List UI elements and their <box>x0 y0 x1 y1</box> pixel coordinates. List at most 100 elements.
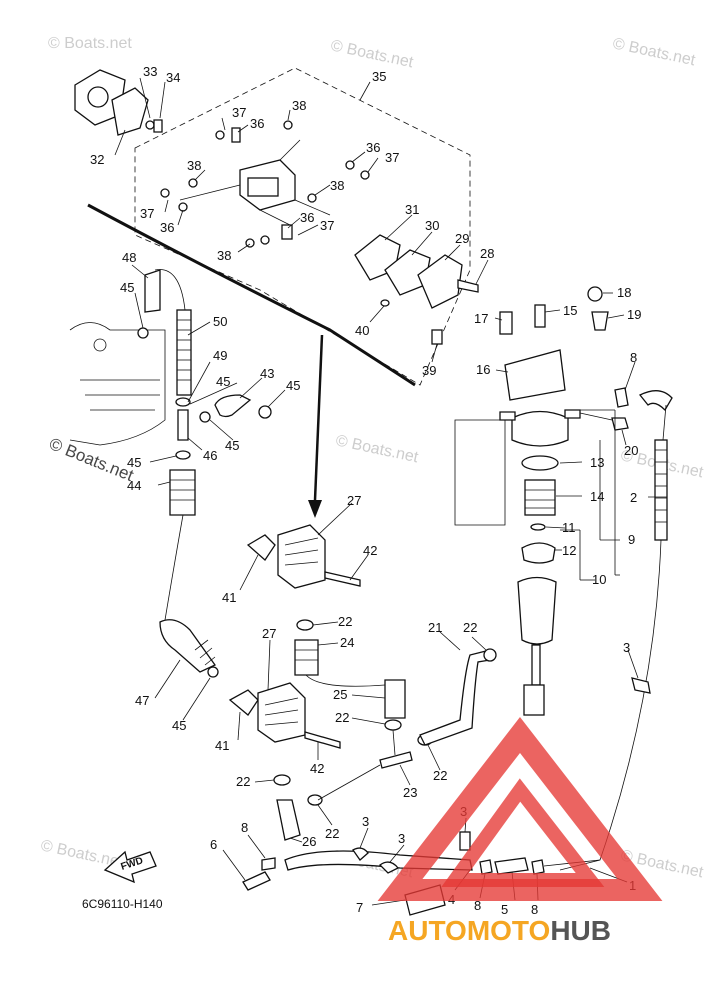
engine-block-lines <box>80 379 160 411</box>
bolt-42a <box>324 571 361 587</box>
joint-49 <box>177 409 189 441</box>
callout-33: 33 <box>143 64 157 79</box>
callout-6: 6 <box>210 837 217 852</box>
clip-22c <box>273 774 291 786</box>
pump-fasteners <box>160 120 370 248</box>
callout-18: 18 <box>617 285 631 300</box>
callout-8: 8 <box>630 350 637 365</box>
watermark: © Boats.net <box>611 35 697 69</box>
callout-22: 22 <box>236 774 250 789</box>
pump-group-outline <box>134 67 471 386</box>
callout-16: 16 <box>476 362 490 377</box>
callout-42: 42 <box>310 761 324 776</box>
gasket-41b <box>228 689 259 716</box>
callout-30: 30 <box>425 218 439 233</box>
callout-15: 15 <box>563 303 577 318</box>
bolt-15 <box>534 304 546 328</box>
hose-47-ribs <box>194 639 216 666</box>
pump-body-detail <box>247 177 279 197</box>
callout-17: 17 <box>474 311 488 326</box>
callout-37: 37 <box>232 105 246 120</box>
callout-22: 22 <box>335 710 349 725</box>
hose-24-ribs <box>295 649 318 661</box>
callout-3: 3 <box>398 831 405 846</box>
pump-leaders <box>179 139 331 226</box>
callout-45: 45 <box>127 455 141 470</box>
callout-29: 29 <box>455 231 469 246</box>
callout-45: 45 <box>216 374 230 389</box>
callout-22: 22 <box>325 826 339 841</box>
plate-32-hole <box>87 86 109 108</box>
fwd-arrow: FWD <box>103 850 157 884</box>
callout-37: 37 <box>320 218 334 233</box>
watermark: © Boats.net <box>47 434 137 485</box>
callout-44: 44 <box>127 478 141 493</box>
callout-49: 49 <box>213 348 227 363</box>
logo-triangle-inner <box>441 778 605 887</box>
callout-36: 36 <box>160 220 174 235</box>
fuel-pump-27a-fins <box>284 537 319 566</box>
callout-48: 48 <box>122 250 136 265</box>
clip-45f <box>207 666 219 678</box>
callout-20: 20 <box>624 443 638 458</box>
logo-hub: HUB <box>550 915 611 946</box>
watermark: © Boats.net <box>334 432 420 466</box>
callout-22: 22 <box>433 768 447 783</box>
hose-50 <box>176 309 192 396</box>
callout-28: 28 <box>480 246 494 261</box>
callout-7: 7 <box>356 900 363 915</box>
callout-46: 46 <box>203 448 217 463</box>
bracket-16 <box>504 349 566 401</box>
filter-out-line <box>579 412 613 421</box>
joint-5 <box>494 857 529 875</box>
callout-9: 9 <box>628 532 635 547</box>
filter-head <box>511 410 569 447</box>
hose-2-elbow <box>638 390 673 412</box>
gasket-33 <box>111 87 149 136</box>
callout-25: 25 <box>333 687 347 702</box>
screw-28 <box>457 279 479 293</box>
fuel-pump-27a <box>277 524 326 589</box>
grommet-19 <box>591 311 609 331</box>
clip-45e <box>258 405 272 419</box>
callout-42: 42 <box>363 543 377 558</box>
callout-36: 36 <box>250 116 264 131</box>
callout-43: 43 <box>260 366 274 381</box>
leader-lines <box>114 77 667 906</box>
hose-2-line <box>559 404 667 871</box>
engine-block <box>69 322 166 446</box>
logo-text: AUTOMOTOHUB <box>388 915 611 946</box>
fitting-48 <box>144 269 161 313</box>
clip-45d <box>199 411 211 423</box>
hose-21 <box>419 649 491 746</box>
clamp-8a <box>614 387 629 408</box>
logo-moto: MOTO <box>467 915 550 946</box>
hose-43 <box>214 394 252 418</box>
callout-12: 12 <box>562 543 576 558</box>
fuel-pump-27b-fins <box>264 697 299 726</box>
callout-22: 22 <box>338 614 352 629</box>
callout-41: 41 <box>215 738 229 753</box>
logo-auto: AUTO <box>388 915 467 946</box>
hose-2-ribs <box>655 449 667 523</box>
hose-line-25 <box>305 674 386 687</box>
washer-33 <box>145 120 155 130</box>
filter-cup <box>517 576 557 645</box>
ring-11 <box>530 523 546 531</box>
callout-10: 10 <box>592 572 606 587</box>
callout-45: 45 <box>120 280 134 295</box>
callout-36: 36 <box>300 210 314 225</box>
callout-38: 38 <box>292 98 306 113</box>
bolt-17 <box>499 311 513 335</box>
hose-44-ribs <box>170 479 195 501</box>
hose-47 <box>159 619 216 673</box>
clamp-8d <box>531 859 545 875</box>
clip-22b <box>384 719 402 731</box>
joint-23 <box>379 751 413 769</box>
hose-25 <box>384 679 406 719</box>
spring-34 <box>153 119 163 133</box>
callout-27: 27 <box>347 493 361 508</box>
callout-5: 5 <box>501 902 508 917</box>
callout-45: 45 <box>172 718 186 733</box>
